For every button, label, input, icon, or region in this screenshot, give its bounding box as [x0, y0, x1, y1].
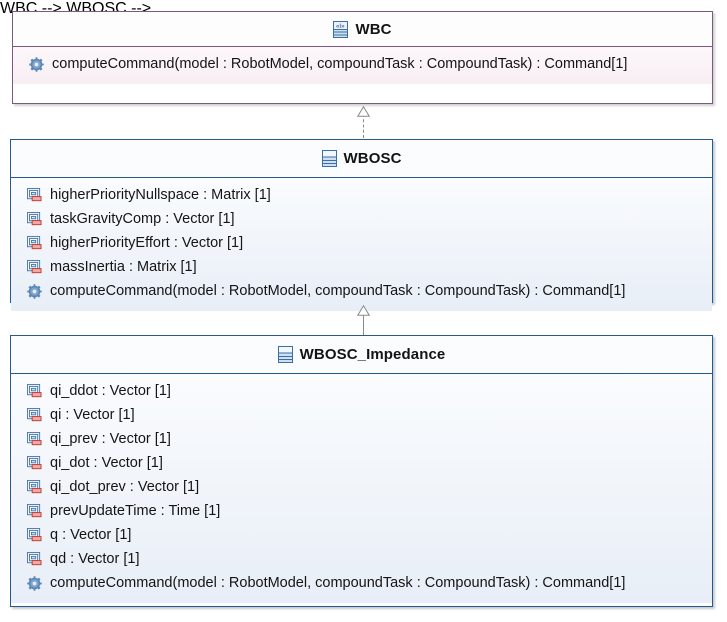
attribute-private-icon — [27, 552, 42, 566]
class-header-wbosc-impedance: WBOSC_Impedance — [11, 336, 712, 374]
connector-line — [363, 114, 364, 138]
class-header-wbc: «I» WBC — [13, 12, 712, 47]
attribute-private-icon — [27, 236, 42, 250]
attribute-row[interactable]: qd : Vector [1] — [11, 547, 712, 571]
class-name-wbc: WBC — [355, 20, 392, 38]
class-icon — [277, 346, 293, 363]
attribute-label: qi : Vector [1] — [50, 407, 135, 423]
attribute-private-icon — [27, 408, 42, 422]
attribute-label: prevUpdateTime : Time [1] — [50, 503, 221, 519]
class-body-wbosc: higherPriorityNullspace : Matrix [1] tas… — [11, 178, 712, 311]
operation-label: computeCommand(model : RobotModel, compo… — [50, 283, 626, 299]
attribute-label: higherPriorityNullspace : Matrix [1] — [50, 187, 271, 203]
attribute-row[interactable]: qi_dot : Vector [1] — [11, 451, 712, 475]
attribute-label: qd : Vector [1] — [50, 551, 140, 567]
attribute-private-icon — [27, 384, 42, 398]
attribute-row[interactable]: taskGravityComp : Vector [1] — [11, 207, 712, 231]
attribute-private-icon — [27, 480, 42, 494]
attribute-label: qi_prev : Vector [1] — [50, 431, 171, 447]
operation-label: computeCommand(model : RobotModel, compo… — [52, 56, 628, 72]
attribute-private-icon — [27, 456, 42, 470]
attribute-row[interactable]: massInertia : Matrix [1] — [11, 255, 712, 279]
attribute-row[interactable]: qi : Vector [1] — [11, 403, 712, 427]
attribute-row[interactable]: q : Vector [1] — [11, 523, 712, 547]
attribute-label: massInertia : Matrix [1] — [50, 259, 197, 275]
attribute-row[interactable]: qi_prev : Vector [1] — [11, 427, 712, 451]
operation-row[interactable]: computeCommand(model : RobotModel, compo… — [11, 279, 712, 303]
attribute-private-icon — [27, 260, 42, 274]
operation-label: computeCommand(model : RobotModel, compo… — [50, 575, 626, 591]
operation-row[interactable]: computeCommand(model : RobotModel, compo… — [13, 52, 712, 76]
class-box-wbosc[interactable]: WBOSC higherPriorityNullspace : Matrix [… — [10, 139, 713, 311]
attribute-label: q : Vector [1] — [50, 527, 132, 543]
connector-line — [363, 313, 364, 335]
attribute-private-icon — [27, 432, 42, 446]
class-body-wbc: computeCommand(model : RobotModel, compo… — [13, 47, 712, 84]
attribute-row[interactable]: prevUpdateTime : Time [1] — [11, 499, 712, 523]
class-icon — [321, 150, 337, 167]
attribute-private-icon — [27, 504, 42, 518]
attribute-row[interactable]: qi_ddot : Vector [1] — [11, 379, 712, 403]
operation-gear-icon — [29, 56, 44, 72]
attribute-label: qi_dot : Vector [1] — [50, 455, 163, 471]
class-body-wbosc-impedance: qi_ddot : Vector [1] qi : Vector [1] — [11, 374, 712, 603]
attribute-row[interactable]: higherPriorityEffort : Vector [1] — [11, 231, 712, 255]
svg-text:«I»: «I» — [336, 23, 345, 30]
attribute-label: higherPriorityEffort : Vector [1] — [50, 235, 244, 251]
class-header-wbosc: WBOSC — [11, 140, 712, 178]
attribute-private-icon — [27, 528, 42, 542]
operation-row[interactable]: computeCommand(model : RobotModel, compo… — [11, 571, 712, 595]
attribute-label: qi_ddot : Vector [1] — [50, 383, 171, 399]
attribute-private-icon — [27, 188, 42, 202]
attribute-row[interactable]: higherPriorityNullspace : Matrix [1] — [11, 183, 712, 207]
attribute-label: taskGravityComp : Vector [1] — [50, 211, 235, 227]
class-box-wbosc-impedance[interactable]: WBOSC_Impedance qi_ddot : Vector [1] — [10, 335, 713, 607]
attribute-row[interactable]: qi_dot_prev : Vector [1] — [11, 475, 712, 499]
operation-gear-icon — [27, 283, 42, 299]
attribute-label: qi_dot_prev : Vector [1] — [50, 479, 200, 495]
interface-icon: «I» — [333, 20, 349, 38]
class-name-wbosc-impedance: WBOSC_Impedance — [299, 346, 446, 363]
operation-gear-icon — [27, 575, 42, 591]
attribute-private-icon — [27, 212, 42, 226]
class-box-wbc[interactable]: «I» WBC — [12, 11, 713, 104]
class-name-wbosc: WBOSC — [343, 150, 402, 167]
